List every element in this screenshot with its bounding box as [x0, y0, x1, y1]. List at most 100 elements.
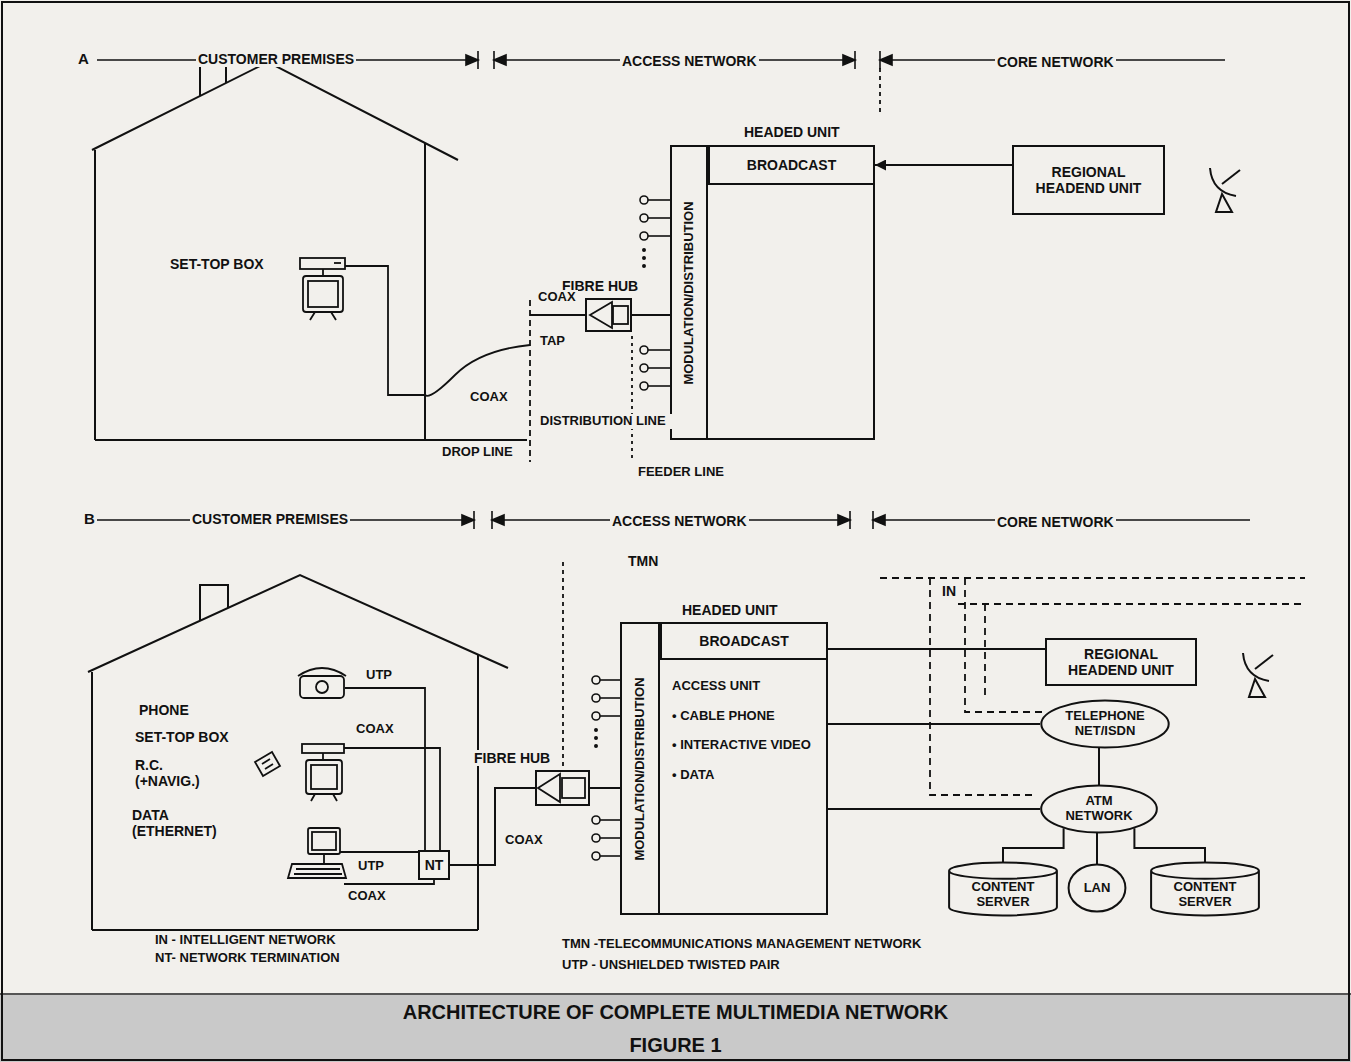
unit-box: NT	[418, 850, 450, 880]
outline	[1041, 785, 1157, 832]
callout-label: DATA (ETHERNET)	[130, 807, 244, 839]
tap-symbol	[592, 816, 600, 824]
tap-symbol	[643, 257, 645, 259]
callout-label: CORE NETWORK	[995, 54, 1116, 70]
tap-symbol	[595, 745, 597, 747]
unit-heading: HEADED UNIT	[742, 124, 842, 140]
signal-line	[875, 164, 1012, 166]
callout-label: COAX	[536, 290, 578, 305]
callout-label: SET-TOP BOX	[133, 729, 231, 745]
signal-line	[1096, 833, 1098, 864]
tap-symbol	[592, 712, 600, 720]
device-icon	[294, 869, 342, 874]
tap-symbol	[595, 737, 597, 739]
callout-label: COAX	[354, 722, 396, 737]
cable-wire	[530, 314, 585, 316]
tap-symbol	[648, 235, 670, 237]
unit-box: REGIONAL HEADEND UNIT	[1012, 145, 1165, 215]
callout-label: FEEDER LINE	[636, 465, 726, 480]
satellite-dish	[1210, 168, 1273, 697]
device-icon	[302, 744, 344, 753]
house-outline	[200, 585, 228, 621]
device-icon	[322, 753, 324, 760]
boundary-marker	[466, 55, 478, 65]
network-ellipse: TELEPHONE NET/ISDN	[1040, 700, 1170, 748]
satellite-dish	[1216, 194, 1232, 212]
callout-label: A	[76, 50, 91, 67]
cable-wire	[340, 851, 418, 853]
callout-label: CUSTOMER PREMISES	[190, 511, 350, 527]
cable-wire	[631, 336, 633, 460]
device-icon	[334, 262, 341, 264]
tap-symbol	[640, 346, 648, 354]
device-icon	[308, 828, 340, 854]
callout-label: NT- NETWORK TERMINATION	[153, 951, 342, 966]
unit-box: HEADED UNITBROADCASTMODULATION/DISTRIBUT…	[670, 145, 875, 440]
callout-label: COAX	[503, 833, 545, 848]
callout-label: CUSTOMER PREMISES	[196, 51, 356, 67]
tap-symbol	[640, 382, 648, 390]
server-cylinder: CONTENT SERVER	[1150, 862, 1260, 916]
hub-symbol	[538, 774, 560, 802]
hub-symbol	[562, 778, 585, 798]
unit-box: ACCESS UNIT• CABLE PHONE• INTERACTIVE VI…	[668, 672, 826, 790]
tap-symbol	[640, 196, 648, 204]
callout-label: CORE NETWORK	[995, 514, 1116, 530]
tap-symbol	[592, 676, 600, 684]
unit-text: REGIONAL HEADEND UNIT	[1051, 646, 1191, 678]
tap-symbol	[643, 249, 645, 251]
boundary-marker	[880, 55, 892, 65]
device-icon	[303, 276, 343, 312]
tap-symbol	[640, 232, 648, 240]
boundary-marker	[492, 515, 504, 525]
device-icon	[316, 681, 328, 693]
device-icon	[311, 794, 337, 801]
cable-wire	[344, 880, 434, 884]
network-ellipse: ATM NETWORK	[1040, 785, 1158, 833]
boundary-marker	[843, 55, 855, 65]
boundary-marker	[97, 51, 1250, 529]
unit-box: MODULATION/DISTRIBUTION	[670, 145, 708, 440]
tap-symbol	[648, 349, 670, 351]
unit-text: TELEPHONE NET/ISDN	[1055, 709, 1155, 739]
device-icon	[312, 832, 336, 850]
signal-line	[828, 808, 1040, 810]
figure-title: ARCHITECTURE OF COMPLETE MULTIMEDIA NETW…	[0, 1001, 1351, 1024]
unit-text: ATM NETWORK	[1059, 794, 1139, 824]
unit-box: BROADCAST	[660, 622, 828, 660]
tap-symbol	[600, 679, 620, 681]
unit-heading: FIBRE HUB	[472, 750, 552, 766]
device-icon	[255, 752, 280, 776]
cable-wire	[345, 266, 530, 396]
unit-text: ACCESS UNIT	[672, 679, 760, 694]
hub-symbol	[538, 302, 628, 802]
cable-wire	[529, 300, 531, 462]
server-cylinder: CONTENT SERVER	[948, 862, 1058, 916]
signal-line	[590, 787, 620, 789]
callout-label: IN - INTELLIGENT NETWORK	[153, 933, 338, 948]
unit-text: NT	[425, 857, 444, 873]
unit-text: LAN	[1084, 881, 1111, 896]
satellite-dish	[1222, 170, 1240, 184]
tap-symbol	[592, 852, 600, 860]
unit-text: MODULATION/DISTRIBUTION	[682, 201, 697, 384]
signal-line	[632, 314, 670, 316]
callout-label: ACCESS NETWORK	[620, 53, 759, 69]
cable-wire	[345, 688, 425, 850]
outline	[949, 863, 1057, 916]
tap-symbol	[600, 697, 620, 699]
tap-symbol	[640, 364, 648, 372]
tap-symbol	[643, 265, 645, 267]
callout-label: COAX	[468, 390, 510, 405]
device-icon	[323, 854, 325, 864]
cable-wire	[879, 68, 881, 112]
device-icon	[322, 269, 324, 276]
unit-heading: HEADED UNIT	[680, 602, 780, 618]
callout-label: TAP	[538, 334, 567, 349]
unit-box: HEADED UNITBROADCASTMODULATION/DISTRIBUT…	[620, 622, 828, 915]
unit-text: CONTENT SERVER	[1165, 880, 1245, 910]
signal-line	[1134, 828, 1205, 862]
signal-line	[828, 723, 1040, 725]
